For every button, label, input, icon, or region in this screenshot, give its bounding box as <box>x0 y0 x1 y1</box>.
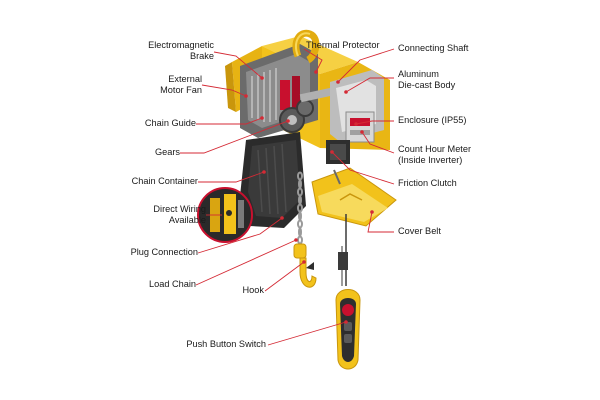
label-plug-connection: Plug Connection <box>130 247 198 257</box>
label-electromagnetic-brake-line2: Brake <box>189 50 214 61</box>
label-aluminum-line2: Die-cast Body <box>398 79 456 90</box>
leader-dots <box>244 70 374 324</box>
load-chain <box>297 171 303 245</box>
pendant <box>335 214 361 370</box>
label-thermal-protector: Thermal Protector <box>306 40 380 50</box>
label-push-button-switch: Push Button Switch <box>186 339 266 349</box>
label-gears: Gears <box>154 147 180 157</box>
label-direct-wiring-line1: Direct Wiring <box>153 204 206 214</box>
label-aluminum-line1: Aluminum <box>398 69 439 79</box>
label-external-motor-fan: External Motor Fan <box>110 74 202 95</box>
label-chain-guide: Chain Guide <box>144 118 196 128</box>
label-external-fan-line2: Motor Fan <box>160 84 202 95</box>
label-direct-wiring-available: Direct Wiring Available <box>100 204 206 225</box>
label-electromagnetic-brake: Electromagnetic Brake <box>110 40 214 61</box>
label-count-hour-meter: Count Hour Meter (Inside Inverter) <box>398 144 471 165</box>
hoist-body <box>225 29 390 164</box>
label-electromagnetic-brake-line1: Electromagnetic <box>148 40 214 50</box>
label-load-chain: Load Chain <box>149 279 196 289</box>
label-aluminum-die-cast-body: Aluminum Die-cast Body <box>398 69 455 90</box>
label-direct-wiring-line2: Available <box>168 214 206 225</box>
label-chain-container: Chain Container <box>131 176 198 186</box>
hook <box>293 243 317 288</box>
label-enclosure: Enclosure (IP55) <box>398 115 467 125</box>
label-connecting-shaft: Connecting Shaft <box>398 43 469 53</box>
label-external-fan-line1: External <box>168 74 202 84</box>
leader-lines <box>180 48 395 346</box>
label-friction-clutch: Friction Clutch <box>398 178 457 188</box>
label-cover-belt: Cover Belt <box>398 226 441 236</box>
chain-container <box>240 132 306 228</box>
label-count-hour-line2: (Inside Inverter) <box>398 154 463 165</box>
label-count-hour-line1: Count Hour Meter <box>398 144 472 154</box>
cover <box>311 167 397 227</box>
label-hook: Hook <box>242 285 264 295</box>
